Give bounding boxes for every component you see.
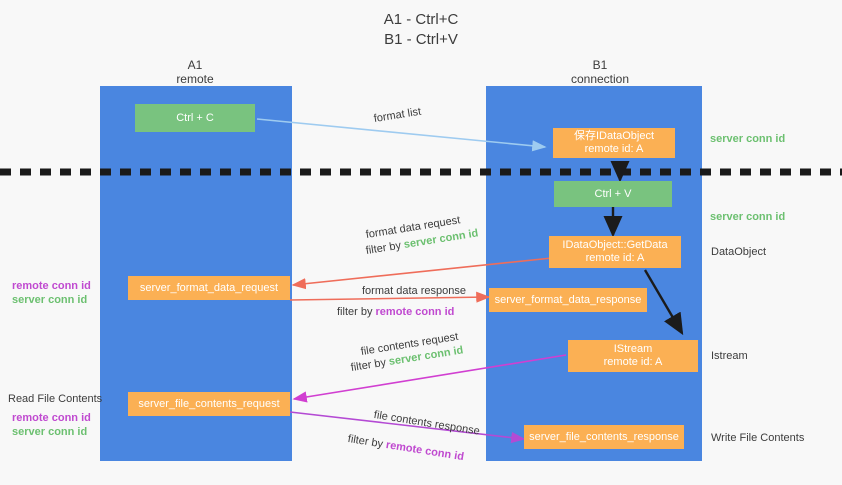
remote-conn-id-tag: remote conn id <box>375 306 455 318</box>
edge-label-format-data-response-line1: format data response <box>362 285 466 297</box>
edge-label-format-list: format list <box>372 105 422 126</box>
edge-label-file-contents-response-line2: filter by remote conn id <box>347 432 465 464</box>
node-idataobject-create[interactable]: 保存IDataObject remote id: A <box>553 128 675 158</box>
node-server-file-contents-request[interactable]: server_file_contents_request <box>128 392 290 416</box>
node-idataobject-getdata[interactable]: IDataObject::GetData remote id: A <box>549 236 681 268</box>
left-label-remote-conn-id-top: remote conn id <box>12 280 91 292</box>
right-label-write-file-contents: Write File Contents <box>711 432 805 444</box>
filter-by-text: filter by <box>346 432 387 451</box>
filter-by-text: filter by <box>349 356 390 375</box>
left-label-read-file-contents: Read File Contents <box>8 393 103 405</box>
right-label-istream: Istream <box>711 350 748 362</box>
node-ctrl-v[interactable]: Ctrl + V <box>554 181 672 207</box>
page-title: A1 - Ctrl+C B1 - Ctrl+V <box>383 11 459 48</box>
left-label-server-conn-id-top: server conn id <box>12 294 88 306</box>
filter-by-text: filter by <box>364 239 405 258</box>
edge-label-file-contents-response-line1: file contents response <box>372 408 481 438</box>
left-label-server-conn-id-bottom: server conn id <box>12 426 88 438</box>
filter-by-text: filter by <box>337 306 376 318</box>
right-label-server-conn-id-top: server conn id <box>710 133 786 145</box>
node-istream[interactable]: IStream remote id: A <box>568 340 698 372</box>
node-server-format-data-response[interactable]: server_format_data_response <box>489 288 647 312</box>
edge-label-format-data-response-line2: filter by remote conn id <box>337 305 454 319</box>
column-header-a1: A1 remote <box>176 58 214 86</box>
left-label-remote-conn-id-bottom: remote conn id <box>12 412 91 424</box>
column-header-b1: B1 connection <box>570 58 630 86</box>
node-server-format-data-request[interactable]: server_format_data_request <box>128 276 290 300</box>
node-server-file-contents-response[interactable]: server_file_contents_response <box>524 425 684 449</box>
node-ctrl-c[interactable]: Ctrl + C <box>135 104 255 132</box>
right-label-dataobject: DataObject <box>711 246 767 258</box>
remote-conn-id-tag: remote conn id <box>385 439 465 464</box>
right-label-server-conn-id-mid: server conn id <box>710 211 786 223</box>
